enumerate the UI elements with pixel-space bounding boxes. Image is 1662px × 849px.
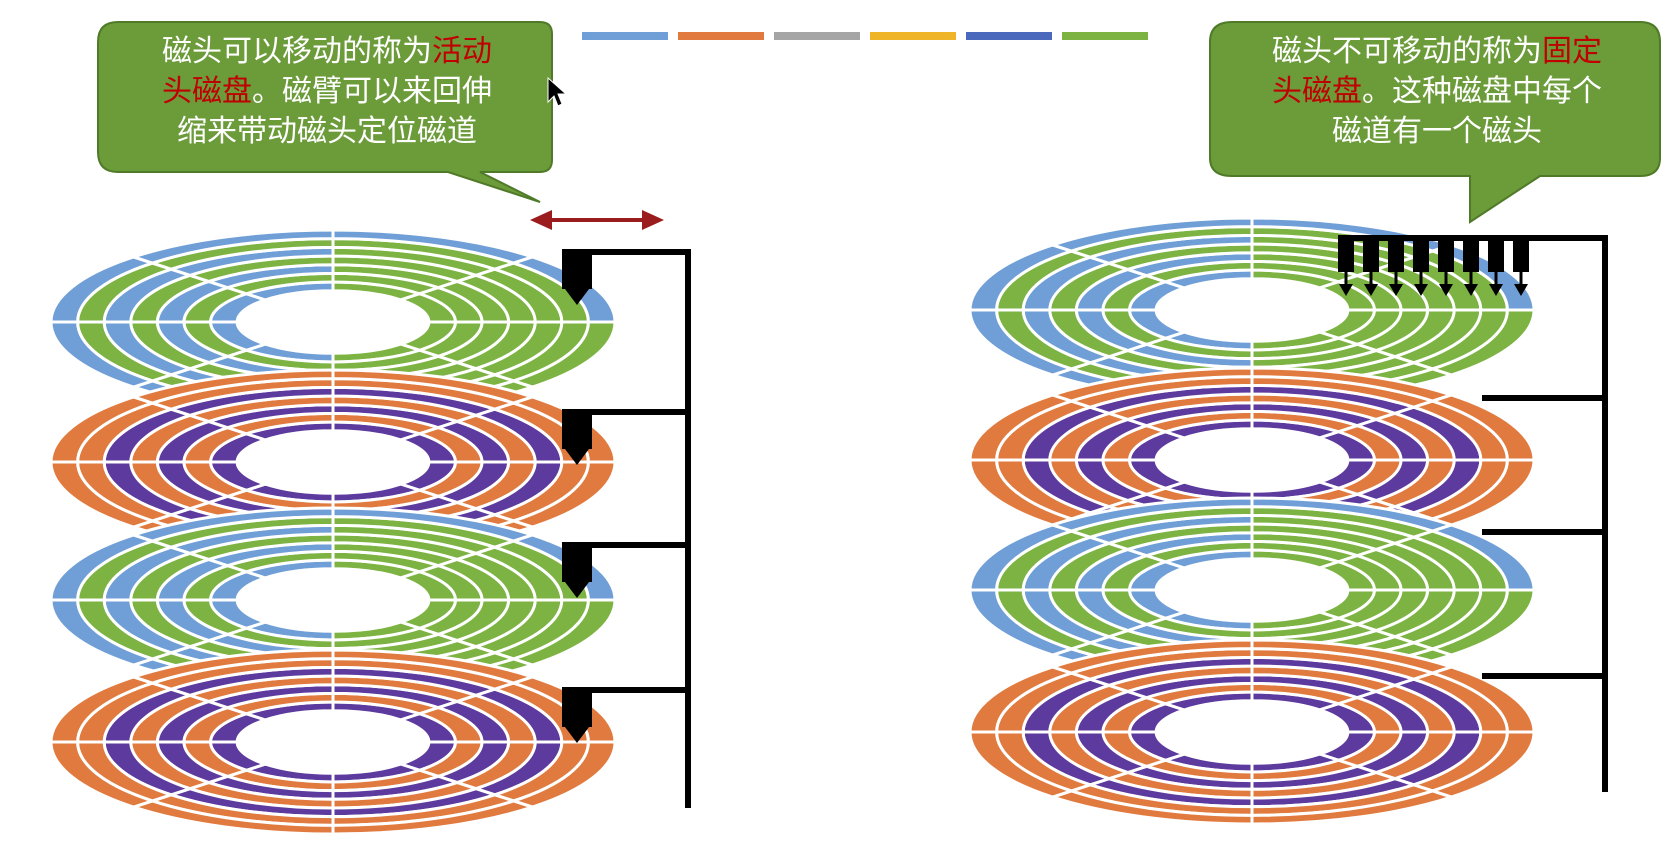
platter-hole — [1158, 701, 1346, 763]
platter-hole — [239, 711, 427, 773]
platter-hole — [239, 431, 427, 493]
read-head-tip-icon — [565, 582, 589, 598]
callout-bubbles — [97, 21, 1661, 224]
right-callout-highlight-1: 固定 — [1542, 34, 1602, 69]
legend-swatch — [870, 32, 956, 40]
platter-segment — [128, 506, 335, 543]
right-platter-stack — [968, 216, 1536, 826]
legend-swatch — [1062, 32, 1148, 40]
right-callout-line-2: 头磁盘。这种磁盘中每个 — [1222, 72, 1652, 112]
fixed-head-tip-icon — [1514, 284, 1528, 296]
arrow-head-right — [642, 210, 664, 230]
left-callout-line-1: 磁头可以移动的称为活动 — [112, 32, 542, 72]
fixed-head-icon — [1513, 240, 1529, 272]
arrow-head-left — [530, 210, 552, 230]
platter-hole — [239, 291, 427, 353]
legend-swatch — [774, 32, 860, 40]
right-callout-line1-text: 磁头不可移动的称为 — [1272, 34, 1542, 69]
fixed-head-tip-icon — [1414, 284, 1428, 296]
fixed-head-tip-icon — [1489, 284, 1503, 296]
legend-swatch — [678, 32, 764, 40]
fixed-arm-assembly — [1338, 235, 1608, 792]
platter-hole — [1158, 279, 1346, 341]
fixed-head-icon — [1338, 240, 1354, 272]
left-callout-bubble — [97, 21, 553, 203]
read-head-tip-icon — [565, 289, 589, 305]
right-callout-line-1: 磁头不可移动的称为固定 — [1222, 32, 1652, 72]
movable-arm-assembly — [562, 249, 691, 808]
platter-segment — [128, 368, 335, 405]
fixed-head-tip-icon — [1464, 284, 1478, 296]
platter-segment — [1047, 496, 1254, 533]
left-callout-line-2: 头磁盘。磁臂可以来回伸 — [112, 72, 542, 112]
left-callout-text: 磁头可以移动的称为活动 头磁盘。磁臂可以来回伸 缩来带动磁头定位磁道 — [112, 32, 542, 152]
read-head-tip-icon — [565, 727, 589, 743]
platter-hole — [1158, 559, 1346, 621]
left-callout-highlight-1: 活动 — [432, 34, 492, 69]
platter-segment — [128, 648, 335, 685]
fixed-head-icon — [1488, 240, 1504, 272]
platter — [49, 368, 617, 556]
platter-hole — [239, 569, 427, 631]
left-callout-highlight-2: 头磁盘 — [162, 74, 252, 109]
fixed-head-icon — [1463, 240, 1479, 272]
read-head-icon — [562, 409, 592, 449]
left-platter-stack — [49, 228, 617, 836]
right-callout-text: 磁头不可移动的称为固定 头磁盘。这种磁盘中每个 磁道有一个磁头 — [1222, 32, 1652, 152]
legend-swatch — [966, 32, 1052, 40]
fixed-head-icon — [1363, 240, 1379, 272]
legend-swatch — [582, 32, 668, 40]
platter-segment — [1047, 366, 1254, 403]
read-head-icon — [562, 249, 592, 289]
fixed-head-icon — [1438, 240, 1454, 272]
platter-hole — [1158, 429, 1346, 491]
double-arrow-icon — [530, 210, 664, 230]
fixed-head-tip-icon — [1389, 284, 1403, 296]
platter-segment — [1047, 638, 1254, 675]
read-head-tip-icon — [565, 449, 589, 465]
platter-segment — [128, 228, 335, 265]
fixed-head-tip-icon — [1364, 284, 1378, 296]
right-callout-bubble — [1209, 21, 1661, 224]
cursor-arrow — [547, 76, 568, 107]
right-callout-line2-text: 。这种磁盘中每个 — [1362, 74, 1602, 109]
read-head-icon — [562, 687, 592, 727]
mouse-cursor-icon — [547, 76, 568, 107]
left-callout-line-3: 缩来带动磁头定位磁道 — [177, 114, 477, 149]
color-legend — [582, 32, 1148, 40]
fixed-head-tip-icon — [1439, 284, 1453, 296]
platter — [968, 638, 1536, 826]
fixed-head-icon — [1413, 240, 1429, 272]
right-callout-highlight-2: 头磁盘 — [1272, 74, 1362, 109]
fixed-head-icon — [1388, 240, 1404, 272]
left-callout-line2-text: 。磁臂可以来回伸 — [252, 74, 492, 109]
read-head-icon — [562, 542, 592, 582]
left-callout-line1-text: 磁头可以移动的称为 — [162, 34, 432, 69]
right-callout-line-3: 磁道有一个磁头 — [1332, 114, 1542, 149]
fixed-head-tip-icon — [1339, 284, 1353, 296]
platter-segment — [1047, 216, 1254, 253]
platter — [49, 648, 617, 836]
